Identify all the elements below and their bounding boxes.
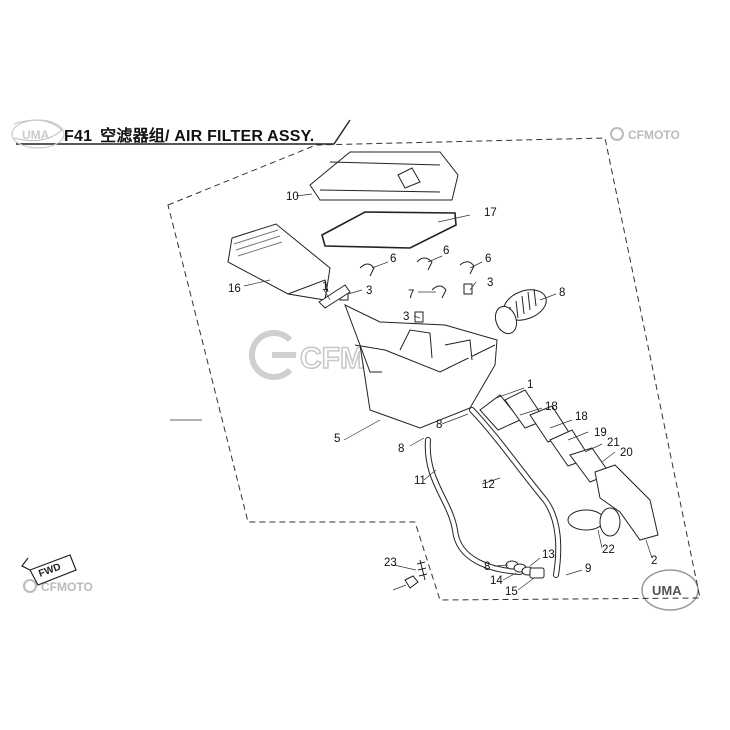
svg-text:CFMOTO: CFMOTO xyxy=(628,128,680,142)
callout-8a: 8 xyxy=(398,443,404,455)
callout-6d: 7 xyxy=(408,289,414,301)
callout-21: 23 xyxy=(384,557,397,569)
callout-8b: 8 xyxy=(436,419,442,431)
callout-11: 13 xyxy=(542,549,555,561)
callout-1a: 1 xyxy=(322,281,328,293)
part-gasket xyxy=(321,211,457,249)
callout-20: 22 xyxy=(602,544,615,556)
corner-mark-bottom-left: CFMOTO xyxy=(23,579,93,594)
uma-badge-bottom-right: UMA xyxy=(641,569,699,611)
callout-2: 2 xyxy=(651,555,657,567)
svg-text:UMA: UMA xyxy=(652,583,682,598)
callout-10: 12 xyxy=(482,479,495,491)
callout-6a: 6 xyxy=(390,253,396,265)
callout-7: 8 xyxy=(559,287,565,299)
page-title: F41 空滤器组/ AIR FILTER ASSY. xyxy=(64,122,314,146)
part-fasteners xyxy=(318,257,475,323)
figure-title: 空滤器组/ AIR FILTER ASSY. xyxy=(100,128,315,145)
callout-13: 15 xyxy=(505,586,518,598)
callout-6c: 6 xyxy=(485,253,491,265)
callout-1b: 1 xyxy=(527,379,533,391)
part-drain-hose-left xyxy=(424,437,523,575)
callout-8c: 8 xyxy=(484,561,490,573)
callout-5: 10 xyxy=(286,191,299,203)
callout-16: 18 xyxy=(545,401,558,413)
part-bellows-duct xyxy=(494,288,547,335)
callout-15: 17 xyxy=(484,207,497,219)
part-air-box xyxy=(344,304,498,429)
callout-19: 21 xyxy=(607,437,620,449)
callout-17: 18 xyxy=(575,411,588,423)
title-bar: F41 空滤器组/ AIR FILTER ASSY. xyxy=(14,118,354,146)
callout-labels: 10 17 16 6 6 6 7 1 3 3 3 8 5 1 18 18 19 … xyxy=(228,191,657,598)
callout-3c: 3 xyxy=(403,311,409,323)
part-drain-fittings xyxy=(505,560,545,579)
callout-4: 5 xyxy=(334,433,340,445)
corner-mark-top-right: CFMOTO xyxy=(610,127,680,142)
part-intake-tube xyxy=(479,389,659,541)
leader-lines xyxy=(170,193,653,591)
callout-8d: 9 xyxy=(585,563,591,575)
uma-badge-left: UMA xyxy=(11,119,65,149)
callout-9: 11 xyxy=(414,475,426,487)
fwd-indicator: FWD xyxy=(21,554,77,586)
callout-6b: 6 xyxy=(443,245,449,257)
figure-code: F41 xyxy=(64,128,93,145)
callout-12: 14 xyxy=(490,575,503,587)
svg-text:CFMOTO: CFMOTO xyxy=(41,580,93,594)
part-filter-element xyxy=(227,223,331,301)
callout-18a: 19 xyxy=(594,427,607,439)
callout-3a: 3 xyxy=(366,285,372,297)
callout-18b: 20 xyxy=(620,447,633,459)
part-air-filter-cover xyxy=(309,151,459,201)
part-bolt-nut xyxy=(404,559,428,589)
callout-14: 16 xyxy=(228,283,241,295)
svg-text:UMA: UMA xyxy=(22,128,50,142)
callout-3b: 3 xyxy=(487,277,493,289)
